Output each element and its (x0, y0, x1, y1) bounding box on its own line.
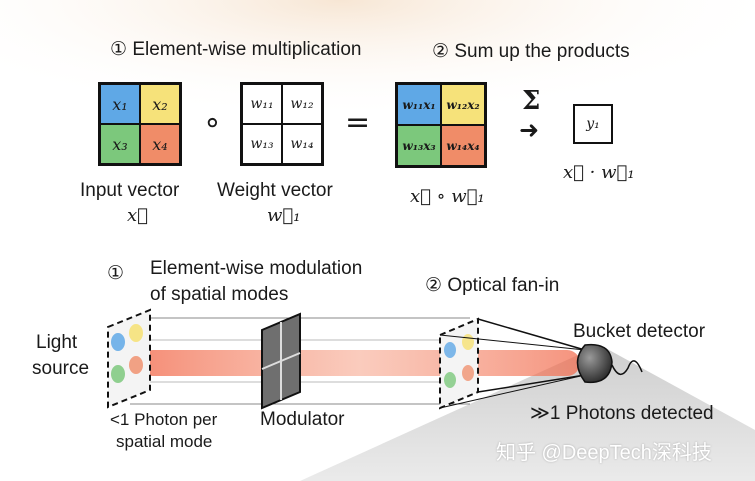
sum-symbol: Σ (522, 86, 541, 116)
output-symbol: x⃗ · w⃗₁ (563, 162, 635, 183)
photon-line1: <1 Photon per (110, 410, 218, 429)
weight-vector-grid: w₁₁ w₁₂ w₁₃ w₁₄ (240, 82, 324, 166)
input-cell-x2: x₂ (140, 84, 180, 124)
product-cell-1: w₁₁x₁ (397, 84, 441, 125)
modulator-label: Modulator (260, 409, 345, 430)
weight-vector-label: Weight vector (217, 180, 333, 201)
fanin-panel (439, 317, 479, 410)
product-symbol: x⃗ ∘ w⃗₁ (410, 186, 485, 207)
bottom-step2-marker: ② (425, 275, 443, 296)
input-cell-x3: x₃ (100, 124, 140, 164)
weight-cell-w13: w₁₃ (242, 124, 282, 164)
product-cell-4: w₁₄x₄ (441, 125, 485, 166)
equals-operator: = (345, 105, 371, 140)
light-beam (140, 350, 580, 376)
input-vector-symbol: x⃗ (127, 205, 148, 226)
product-cell-3: w₁₃x₃ (397, 125, 441, 166)
photon-line2: spatial mode (116, 432, 213, 451)
bottom-step2-heading: ② Optical fan-in (425, 274, 559, 297)
step2-marker: ② (432, 41, 450, 62)
weight-vector-symbol: w⃗₁ (267, 205, 301, 226)
output-box: y₁ (573, 104, 613, 144)
light-source-line2: source (32, 358, 90, 379)
top-step1-heading: ① Element-wise multiplication (110, 38, 361, 61)
watermark: 知乎 @DeepTech深科技 (496, 442, 712, 464)
bucket-detector-label: Bucket detector (573, 321, 706, 342)
step1-text: Element-wise multiplication (132, 39, 362, 60)
input-cell-x1: x₁ (100, 84, 140, 124)
photons-detected-label: ≫1 Photons detected (530, 403, 714, 424)
weight-cell-w14: w₁₄ (282, 124, 322, 164)
input-vector-label: Input vector (80, 180, 180, 201)
light-source-panel (107, 308, 151, 409)
product-grid: w₁₁x₁ w₁₂x₂ w₁₃x₃ w₁₄x₄ (395, 82, 487, 168)
bottom-step2-text: Optical fan-in (447, 275, 560, 296)
step1-marker: ① (110, 39, 128, 60)
hadamard-operator: ∘ (203, 105, 222, 140)
weight-cell-w12: w₁₂ (282, 84, 322, 124)
bottom-step1-line2: of spatial modes (150, 284, 289, 305)
top-step2-heading: ② Sum up the products (432, 40, 630, 63)
bucket-detector (576, 343, 613, 384)
arrow-icon: ➜ (519, 117, 540, 144)
input-cell-x4: x₄ (140, 124, 180, 164)
bottom-step1-marker: ① (107, 263, 125, 284)
product-cell-2: w₁₂x₂ (441, 84, 485, 125)
step2-text: Sum up the products (454, 41, 630, 62)
light-source-line1: Light (36, 332, 78, 353)
weight-cell-w11: w₁₁ (242, 84, 282, 124)
bottom-step1-line1: Element-wise modulation (150, 258, 363, 279)
output-cell: y₁ (586, 116, 600, 132)
input-vector-grid: x₁ x₂ x₃ x₄ (98, 82, 182, 166)
